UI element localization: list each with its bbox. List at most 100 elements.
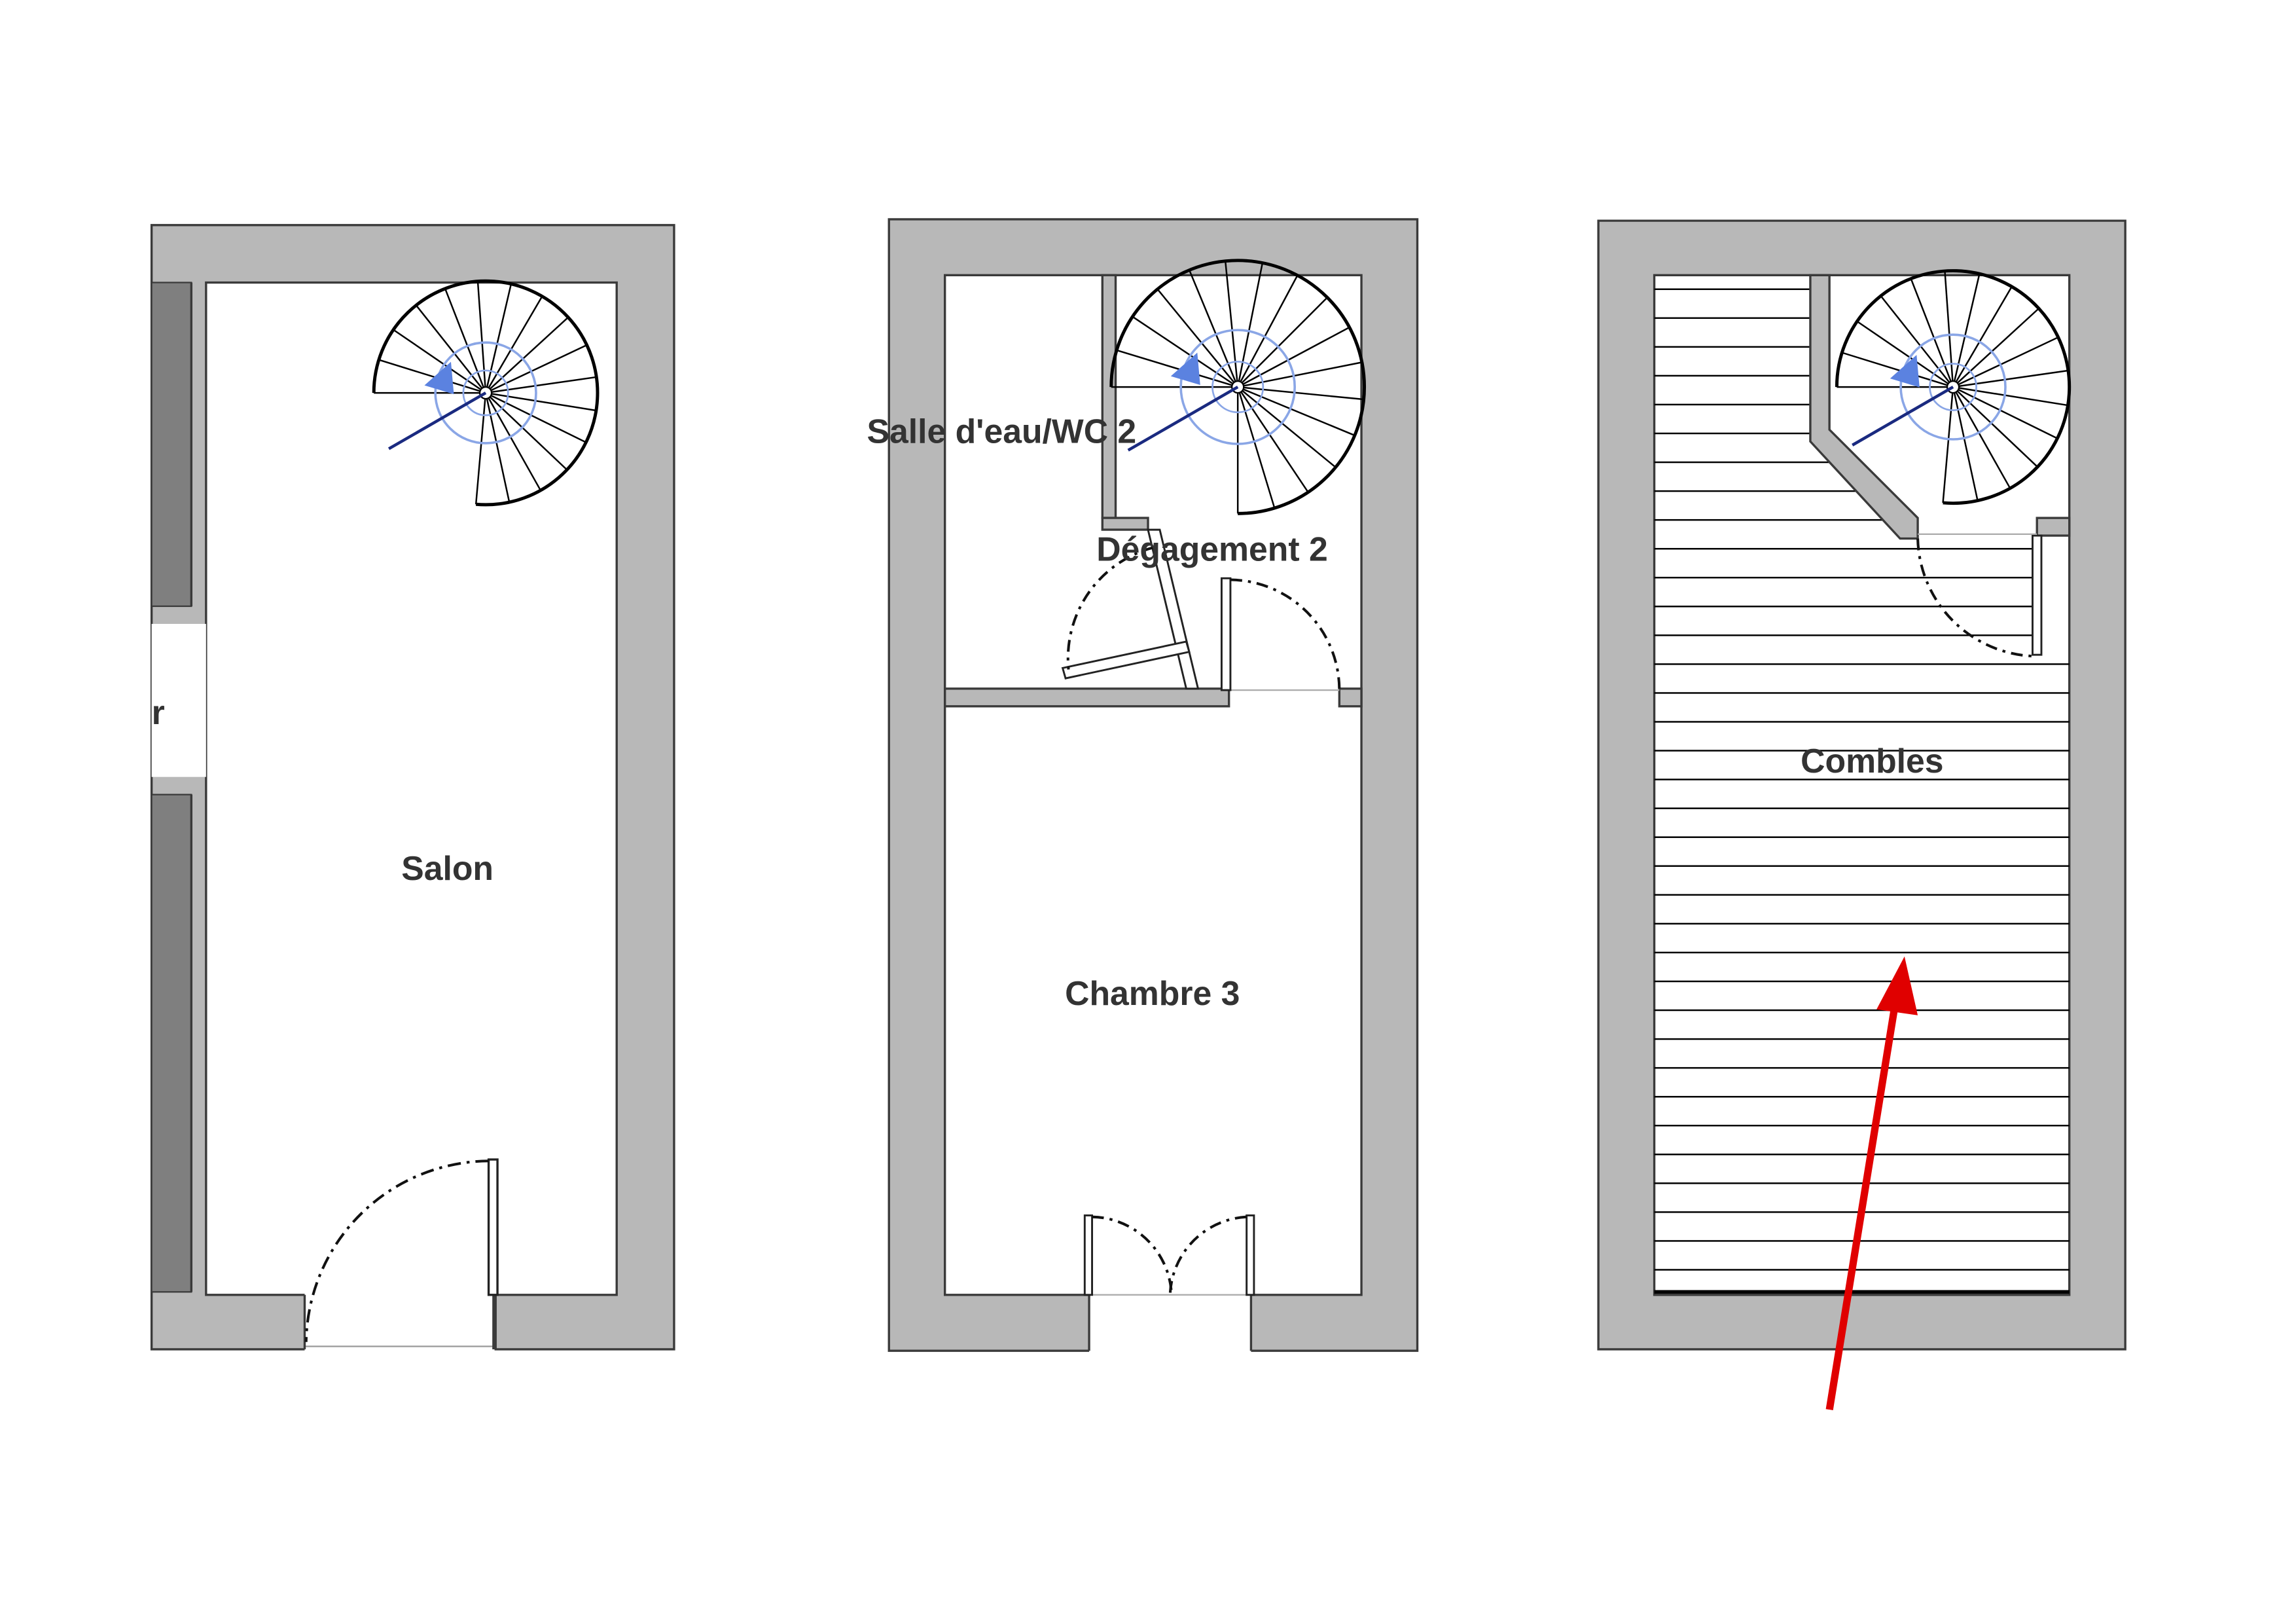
plan-chambre: Salle d'eau/WC 2 Dégagement 2 Chambre 3	[867, 218, 1419, 1354]
stair-tread	[1237, 297, 1328, 388]
salon-closet-bottom	[151, 793, 192, 1293]
stair-tread	[484, 392, 541, 491]
label-combles: Combles	[1801, 742, 1943, 780]
stair-tread	[1237, 326, 1350, 388]
stair-tread	[475, 392, 487, 505]
stair-tread	[1237, 361, 1363, 388]
stair-tread	[1944, 270, 1954, 388]
degagement-door-swing	[1230, 578, 1341, 689]
label-salle-eau: Salle d'eau/WC 2	[867, 412, 1136, 450]
chambre-door-swing-left	[1092, 1215, 1174, 1295]
stair-direction-arrow-icon	[424, 361, 454, 395]
stair-tread	[378, 359, 486, 394]
salle-eau-partition-end	[1101, 517, 1149, 531]
red-pointer-arrow-icon	[1825, 956, 1918, 1411]
stair-guide-circle	[462, 369, 509, 416]
stair-guide-circle	[1899, 333, 2007, 441]
chambre-door-leaf-left	[1083, 1214, 1094, 1296]
stair-guide-circle	[434, 341, 537, 445]
chambre-partition-right	[1338, 687, 1363, 708]
stair-tread	[1224, 261, 1239, 388]
stair-tread	[1952, 386, 2068, 407]
stair-tread	[1952, 286, 2013, 388]
salle-eau-partition	[1101, 274, 1117, 519]
combles-stair-enclosure	[1809, 274, 1919, 540]
stair-guide-circle	[1211, 361, 1265, 414]
stair-tread	[1237, 386, 1336, 468]
stair-tread	[1952, 386, 2038, 468]
stair-tread	[1189, 270, 1239, 388]
salon-door-leaf	[487, 1158, 499, 1296]
stair-tread	[1952, 273, 1981, 388]
chambre-door-swing-right	[1168, 1215, 1247, 1295]
stair-tread	[1910, 278, 1954, 388]
stair-tread	[1952, 386, 2011, 489]
stair-tread	[1952, 308, 2039, 388]
combles-door-swing	[1916, 538, 2037, 658]
chambre-partition	[943, 687, 1230, 708]
stair-tread	[1880, 295, 1954, 388]
label-chambre: Chambre 3	[1065, 974, 1240, 1012]
combles-hatch	[1654, 275, 2070, 1295]
stair-tread	[1952, 386, 1979, 501]
salle-eau-door-leaf	[1061, 640, 1191, 680]
spiral-staircase-icon	[1835, 269, 2072, 505]
stair-tread	[415, 304, 487, 393]
stair-tread	[1841, 352, 1954, 388]
label-salon: Salon	[401, 849, 493, 887]
stair-direction-arrow-icon	[1170, 352, 1200, 386]
degagement-door-leaf	[1220, 577, 1232, 691]
stair-tread	[1952, 386, 2058, 439]
stair-direction-line	[387, 392, 487, 450]
combles-door-leaf	[2032, 534, 2043, 656]
label-cut-left: r	[152, 693, 165, 731]
stair-tread	[485, 376, 597, 394]
plan-combles: Combles	[1597, 219, 2126, 1411]
stair-tread	[485, 392, 586, 443]
stair-tread	[485, 392, 597, 412]
salle-eau-door-swing	[1066, 546, 1155, 670]
spiral-staircase-icon	[1109, 259, 1366, 515]
stair-tread	[484, 283, 512, 393]
stair-direction-line	[1852, 386, 1954, 447]
stair-tread	[1237, 275, 1299, 388]
stair-tread	[1236, 386, 1276, 509]
chambre-door-leaf-right	[1246, 1214, 1255, 1296]
stair-tread	[1236, 263, 1264, 388]
salon-door-swing	[304, 1159, 489, 1342]
stair-tread	[485, 316, 569, 393]
stair-tread	[1237, 386, 1355, 437]
combles-stair-jamb	[2036, 517, 2071, 537]
stair-newel	[1946, 380, 1960, 394]
stair-tread	[1856, 320, 1954, 388]
stair-tread	[1116, 349, 1238, 388]
chambre-outer-walls	[888, 218, 1419, 1352]
chambre-door-opening	[1089, 1292, 1251, 1354]
stair-tread	[484, 392, 511, 503]
stair-tread	[444, 288, 487, 393]
stair-tread	[485, 392, 568, 471]
salon-left-opening	[151, 623, 206, 777]
stair-guide-circle	[1929, 363, 1977, 411]
stair-tread	[1238, 386, 1364, 401]
stair-tread	[1942, 386, 1954, 503]
salon-closet-top	[151, 282, 192, 608]
label-degagement: Dégagement 2	[1096, 530, 1327, 568]
stair-tread	[393, 329, 486, 394]
spiral-staircase-icon	[372, 279, 600, 507]
plan-salon: Salon r	[150, 224, 675, 1353]
stair-tread	[1132, 316, 1238, 388]
stair-tread	[1952, 369, 2069, 388]
stair-guide-circle	[1179, 329, 1296, 445]
salon-walls	[150, 224, 675, 1351]
stair-direction-arrow-icon	[1890, 355, 1920, 388]
stair-tread	[485, 344, 588, 394]
stair-tread	[1952, 337, 2059, 388]
stair-tread	[1157, 288, 1239, 388]
salon-door-opening	[304, 1292, 495, 1353]
stair-direction-line	[1127, 386, 1239, 452]
stair-tread	[485, 296, 543, 393]
stair-tread	[1237, 386, 1309, 493]
stair-tread	[476, 281, 487, 393]
